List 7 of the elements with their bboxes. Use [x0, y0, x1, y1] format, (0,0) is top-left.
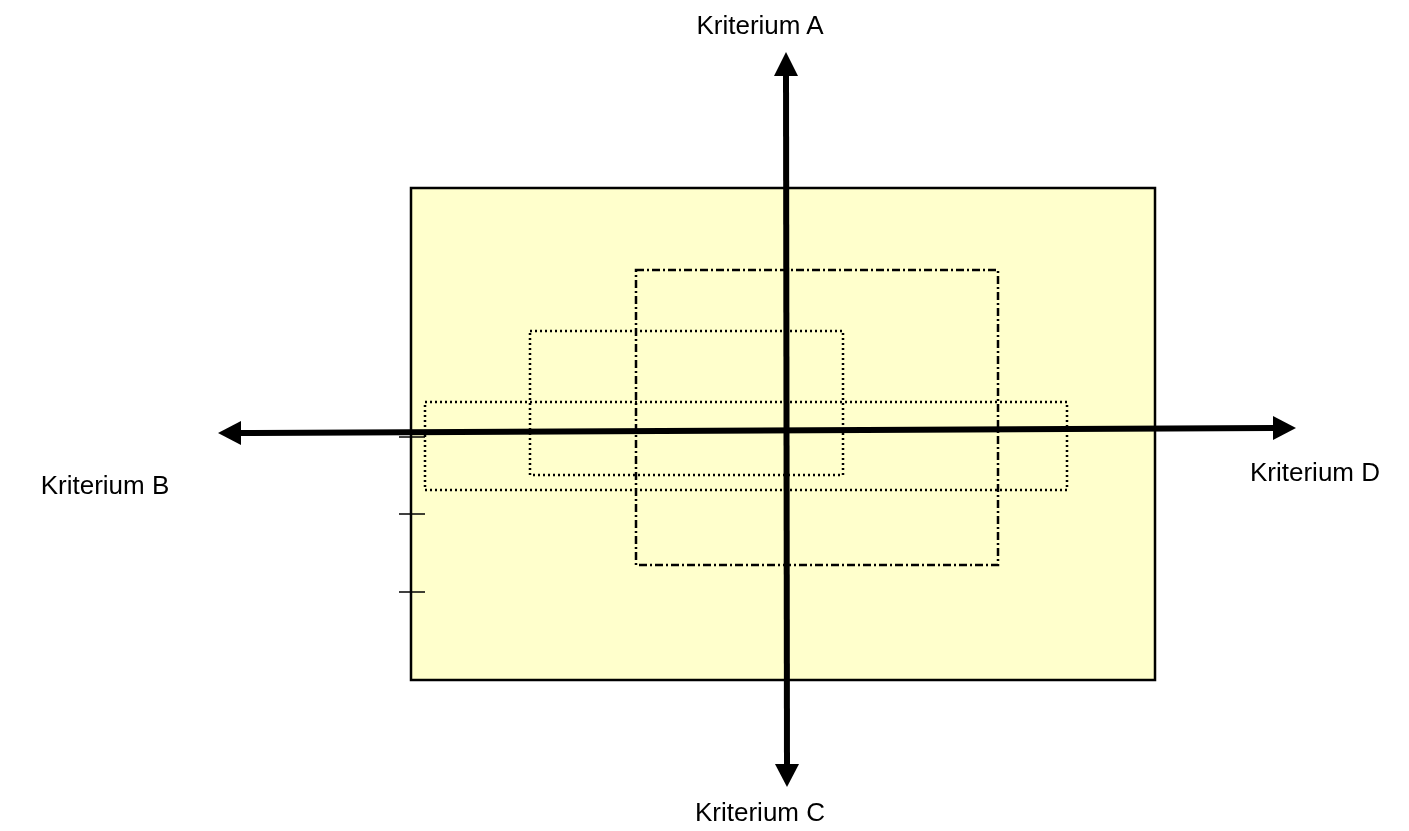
dash-dot-rectangle [634, 268, 1000, 567]
axis-label: Kriterium C [695, 796, 825, 828]
axis-label: Kriterium A [696, 9, 824, 41]
axis-label: Kriterium B [40, 469, 170, 501]
dotted-rectangle [528, 329, 845, 477]
dotted-rectangle [423, 400, 1069, 492]
axis-label: Kriterium D [1250, 456, 1380, 488]
